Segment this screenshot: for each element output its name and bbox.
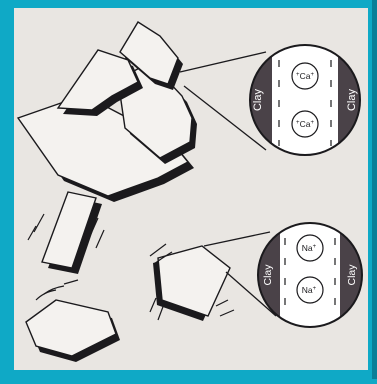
clay-label-left: Clay bbox=[252, 89, 264, 112]
clay-label-right: Clay bbox=[346, 89, 358, 112]
frame-shadow bbox=[372, 0, 377, 379]
clay-label-left: Clay bbox=[262, 264, 274, 286]
clay-label-right: Clay bbox=[346, 264, 358, 286]
